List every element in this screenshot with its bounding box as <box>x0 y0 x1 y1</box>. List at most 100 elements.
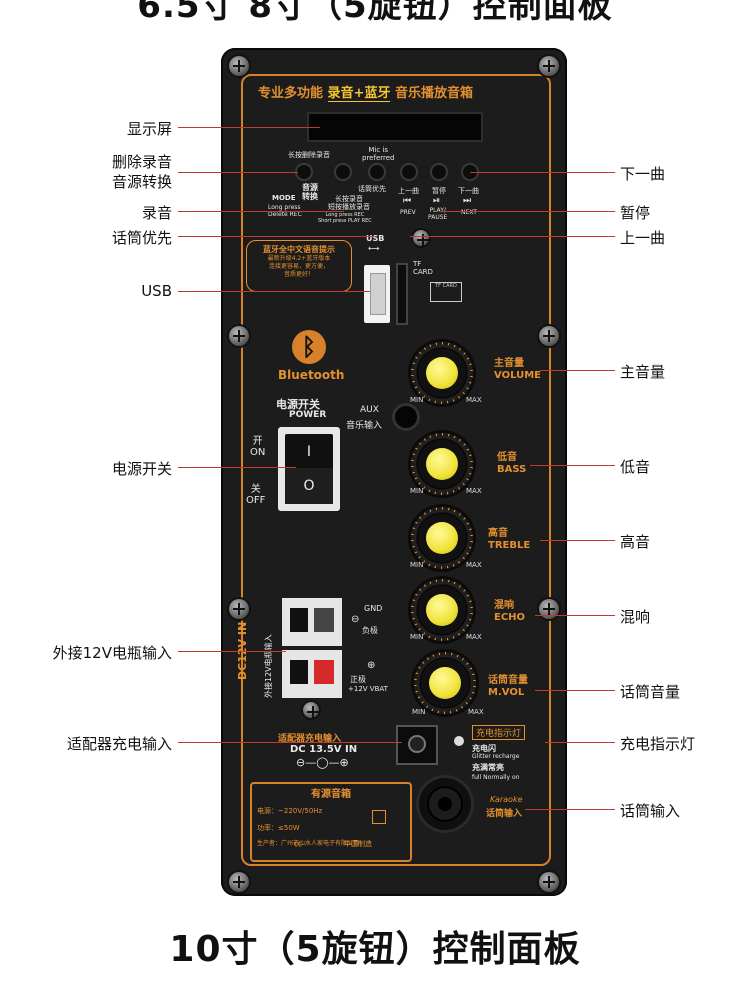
leader-line <box>535 615 615 616</box>
delete-rec-button[interactable] <box>297 165 311 179</box>
usb-icon: ⟷ <box>368 244 380 253</box>
play-pause-button[interactable] <box>432 165 446 179</box>
prev-cn-label: 上一曲 <box>398 187 419 195</box>
charge-full-cn: 充满常亮 <box>472 763 504 772</box>
mic-jack[interactable] <box>419 778 471 830</box>
min-label: MIN <box>410 561 424 569</box>
gnd-label: GND <box>364 604 383 613</box>
prev-icon: ⏮ <box>403 196 412 206</box>
battery-pos-terminal[interactable] <box>282 650 342 698</box>
max-label: MAX <box>466 396 482 404</box>
prev-en-label: PREV <box>400 209 416 216</box>
callout-battery-in: 外接12V电瓶输入 <box>52 644 172 662</box>
max-label: MAX <box>468 708 484 716</box>
power-off-label: 关 OFF <box>246 484 266 506</box>
mic-priority-label: 话筒优先 <box>358 185 386 193</box>
leader-line <box>178 172 298 173</box>
rec-en-label: Long press REC Short press PLAY REC <box>318 212 372 224</box>
battery-neg-terminal[interactable] <box>282 598 342 646</box>
bass-knob[interactable] <box>411 433 473 495</box>
charge-flash-cn: 充电闪 <box>472 744 496 753</box>
charge-led <box>454 736 464 746</box>
callout-bass: 低音 <box>620 458 651 476</box>
leader-line <box>545 742 615 743</box>
callout-usb: USB <box>141 282 172 300</box>
callout-power-switch: 电源开关 <box>111 460 172 478</box>
screw-icon <box>539 599 559 619</box>
display-screen <box>307 112 483 142</box>
leader-line <box>178 291 370 292</box>
power-switch[interactable]: I O <box>278 427 340 511</box>
tf-label: TF CARD <box>413 260 433 276</box>
min-label: MIN <box>412 708 426 716</box>
volume-knob[interactable] <box>411 342 473 404</box>
bluetooth-icon: ᛒ <box>292 330 326 364</box>
pos-label: 正极 <box>350 675 366 684</box>
callout-prev: 上一曲 <box>620 229 666 247</box>
next-icon: ⏭ <box>463 196 472 206</box>
power-cn-label: 电源开关 <box>276 398 320 411</box>
tf-card-slot[interactable] <box>398 265 406 323</box>
usb-port[interactable] <box>364 265 390 323</box>
callout-pause: 暂停 <box>620 204 651 222</box>
adapter-en-label: DC 13.5V IN <box>290 744 358 755</box>
rec-button[interactable] <box>336 165 350 179</box>
treble-knob[interactable] <box>411 507 473 569</box>
echo-knob[interactable] <box>411 579 473 641</box>
callout-main-volume: 主音量 <box>620 363 666 381</box>
screw-icon <box>303 702 319 718</box>
vbat-label: +12V VBAT <box>348 685 388 693</box>
mic-volume-knob[interactable] <box>414 652 476 714</box>
leader-line <box>470 172 615 173</box>
neg-label: 负极 <box>362 626 378 635</box>
prev-button[interactable] <box>402 165 416 179</box>
leader-line <box>530 465 615 466</box>
max-label: MAX <box>466 487 482 495</box>
max-label: MAX <box>466 561 482 569</box>
dc-polarity-icon: ⊖—◯—⊕ <box>296 756 349 769</box>
screw-icon <box>229 326 249 346</box>
aux-jack[interactable] <box>395 406 417 428</box>
dc-jack[interactable] <box>398 727 436 763</box>
charge-full-en: full Normally on <box>472 774 520 781</box>
mic-priority-button[interactable] <box>370 165 384 179</box>
tf-card-icon: TF CARD <box>430 282 462 302</box>
callout-echo: 混响 <box>620 608 651 626</box>
source-switch-label: 音源 转换 <box>302 183 318 201</box>
leader-line <box>178 467 296 468</box>
next-en-label: NEXT <box>461 209 477 216</box>
leader-line <box>410 236 615 237</box>
mic-preferred-label: Mic is preferred <box>362 146 395 162</box>
mode-sub-label: Long press Delete REC <box>268 204 302 218</box>
top-title: 6.5寸 8寸（5旋钮）控制面板 <box>137 0 613 26</box>
leader-line <box>540 370 615 371</box>
callout-delete-rec: 删除录音 <box>111 153 172 171</box>
screw-icon <box>229 872 249 892</box>
screw-icon <box>413 230 429 246</box>
charge-title: 充电指示灯 <box>472 725 526 740</box>
aux-en-label: AUX <box>360 405 379 415</box>
delete-rec-label: 长按删除录音 <box>288 151 330 159</box>
leader-line <box>525 809 615 810</box>
callout-source-switch: 音源转换 <box>111 173 172 191</box>
power-on-symbol: I <box>306 444 312 460</box>
power-on-label: 开 ON <box>250 436 266 458</box>
mode-label: MODE <box>272 194 296 202</box>
bluetooth-label: Bluetooth <box>278 368 345 382</box>
panel-header: 专业多功能 录音+蓝牙 音乐播放音箱 <box>258 86 473 102</box>
screw-icon <box>539 326 559 346</box>
leader-line <box>178 742 402 743</box>
play-cn-label: 暂停 <box>432 187 446 195</box>
leader-line <box>535 690 615 691</box>
ccc-icon: ㏄ <box>294 839 302 848</box>
aux-cn-label: 音乐输入 <box>346 421 383 431</box>
leader-line <box>440 211 615 212</box>
screw-icon <box>229 599 249 619</box>
leader-line <box>178 651 286 652</box>
screw-icon <box>539 56 559 76</box>
power-off-symbol: O <box>303 478 315 494</box>
plus-symbol: ⊕ <box>367 660 376 671</box>
